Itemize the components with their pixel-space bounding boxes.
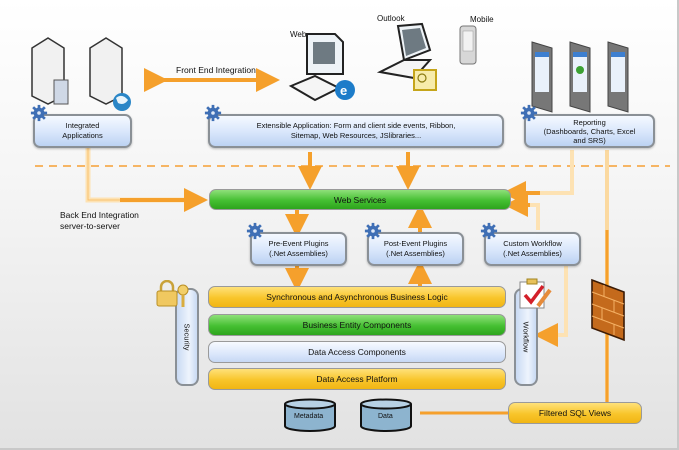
pre-event-line1: Pre-Event Plugins: [268, 239, 329, 248]
filtered-sql-views-box[interactable]: Filtered SQL Views: [508, 402, 642, 424]
business-entity-layer[interactable]: Business Entity Components: [208, 314, 506, 336]
security-label: Security: [182, 323, 192, 351]
gear-icon: [246, 222, 264, 240]
gear-icon: [364, 222, 382, 240]
reports-icon: [531, 41, 629, 113]
svg-text:e: e: [340, 83, 347, 98]
metadata-database-icon: [284, 398, 336, 432]
metadata-label: Metadata: [294, 413, 324, 420]
integrated-applications-box[interactable]: Integrated Applications: [33, 114, 132, 148]
firewall-icon: [591, 278, 625, 342]
post-event-plugins-box[interactable]: Post-Event Plugins (.Net Assemblies): [367, 232, 464, 266]
extensible-application-box[interactable]: Extensible Application: Form and client …: [208, 114, 504, 148]
reporting-line1: Reporting: [573, 117, 606, 127]
gear-icon: [204, 104, 222, 122]
post-event-line2: (.Net Assemblies): [386, 249, 445, 258]
mobile-device-icon: [459, 25, 477, 65]
reporting-line3: and SRS): [573, 135, 606, 145]
integrated-apps-line2: Applications: [62, 131, 103, 140]
extensible-app-line1: Extensible Application: Form and client …: [256, 121, 456, 130]
integrated-apps-line1: Integrated: [65, 121, 100, 130]
front-end-integration-label: Front End Integration: [176, 65, 256, 75]
clipboard-checkmark-icon: [519, 278, 552, 309]
business-logic-layer[interactable]: Synchronous and Asynchronous Business Lo…: [208, 286, 506, 308]
web-label: Web: [290, 30, 307, 39]
extensible-app-line2: Sitemap, Web Resources, JSlibraries...: [290, 131, 422, 140]
custom-workflow-box[interactable]: Custom Workflow (.Net Assemblies): [484, 232, 581, 266]
pre-event-plugins-box[interactable]: Pre-Event Plugins (.Net Assemblies): [250, 232, 347, 266]
reporting-box[interactable]: Reporting (Dashboards, Charts, Excel and…: [524, 114, 655, 148]
servers-icon: [31, 37, 131, 111]
outlook-laptop-icon: [376, 22, 437, 91]
data-access-platform-layer[interactable]: Data Access Platform: [208, 368, 506, 390]
lock-keys-icon: [156, 280, 189, 307]
web-computer-icon: e: [288, 33, 355, 102]
post-event-line1: Post-Event Plugins: [383, 239, 448, 248]
custom-workflow-line2: (.Net Assemblies): [503, 249, 562, 258]
pre-event-line2: (.Net Assemblies): [269, 249, 328, 258]
back-end-line2: server-to-server: [60, 221, 120, 231]
back-end-arrow: [85, 148, 208, 212]
gear-icon: [480, 222, 498, 240]
mobile-label: Mobile: [470, 15, 494, 24]
reporting-line2: (Dashboards, Charts, Excel: [543, 126, 636, 136]
custom-workflow-line1: Custom Workflow: [503, 239, 562, 248]
ws-workflow-arrow: [512, 203, 540, 230]
workflow-label: Workflow: [521, 321, 531, 353]
back-end-integration-label: Back End Integration server-to-server: [60, 210, 139, 232]
data-database-icon: [360, 398, 412, 432]
security-bar[interactable]: Security: [175, 288, 199, 386]
reporting-ws-arrow: [510, 150, 574, 195]
web-services-bar[interactable]: Web Services: [209, 189, 511, 210]
back-end-line1: Back End Integration: [60, 210, 139, 220]
outlook-label: Outlook: [377, 14, 405, 23]
gear-icon: [30, 104, 48, 122]
data-label: Data: [378, 413, 393, 420]
data-access-components-layer[interactable]: Data Access Components: [208, 341, 506, 363]
gear-icon: [520, 104, 538, 122]
